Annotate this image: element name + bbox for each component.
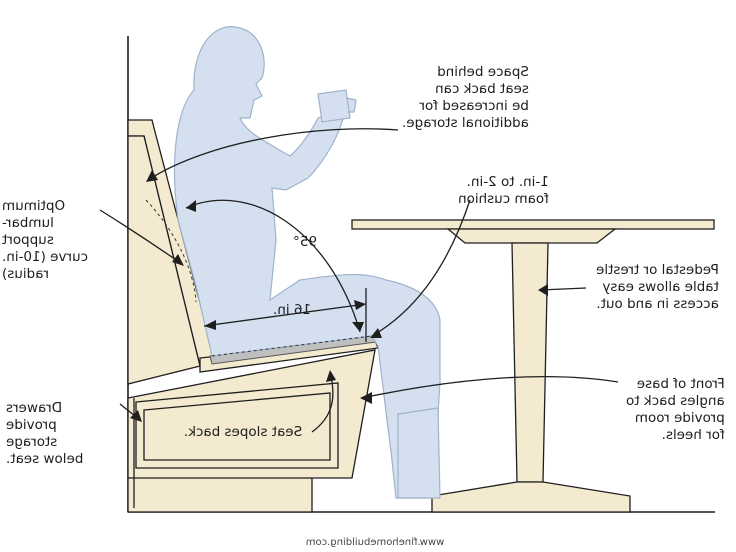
label-pedestal-table: Pedestal or trestle table allows easy ac… — [596, 262, 719, 312]
lumbar-curve-guide — [145, 199, 197, 303]
drawer — [135, 382, 339, 469]
depth-arrow-right — [354, 300, 366, 310]
label-drawers: Drawers provide storage below seat. — [6, 400, 84, 467]
pedestal-table — [351, 219, 715, 513]
seat-guide — [211, 335, 373, 357]
label-depth-16in: 16 in. — [272, 302, 312, 318]
angle-arc — [185, 199, 361, 333]
angle-arrow-top — [186, 200, 196, 212]
angle-arrow-bottom — [352, 322, 364, 332]
label-angle-95: 95° — [293, 234, 317, 250]
mug-icon — [317, 89, 357, 123]
label-seat-slopes-back: Seat slopes back. — [183, 424, 303, 440]
source-url: www.finehomebuilding.com — [305, 537, 445, 548]
label-foam-cushion: 1-in. to 2-in. foam cushion — [458, 174, 549, 207]
label-front-of-base: Front of base angles back to provide roo… — [626, 376, 725, 443]
label-lumbar-support: Optimum lumbar- support curve (10-in. ra… — [2, 198, 89, 282]
depth-arrow-left — [204, 320, 216, 330]
label-space-behind: Space behind seat back can be increased … — [402, 64, 529, 131]
seated-figure — [173, 26, 441, 499]
depth-dimension — [203, 303, 367, 327]
callout-arrowheads — [130, 170, 548, 422]
